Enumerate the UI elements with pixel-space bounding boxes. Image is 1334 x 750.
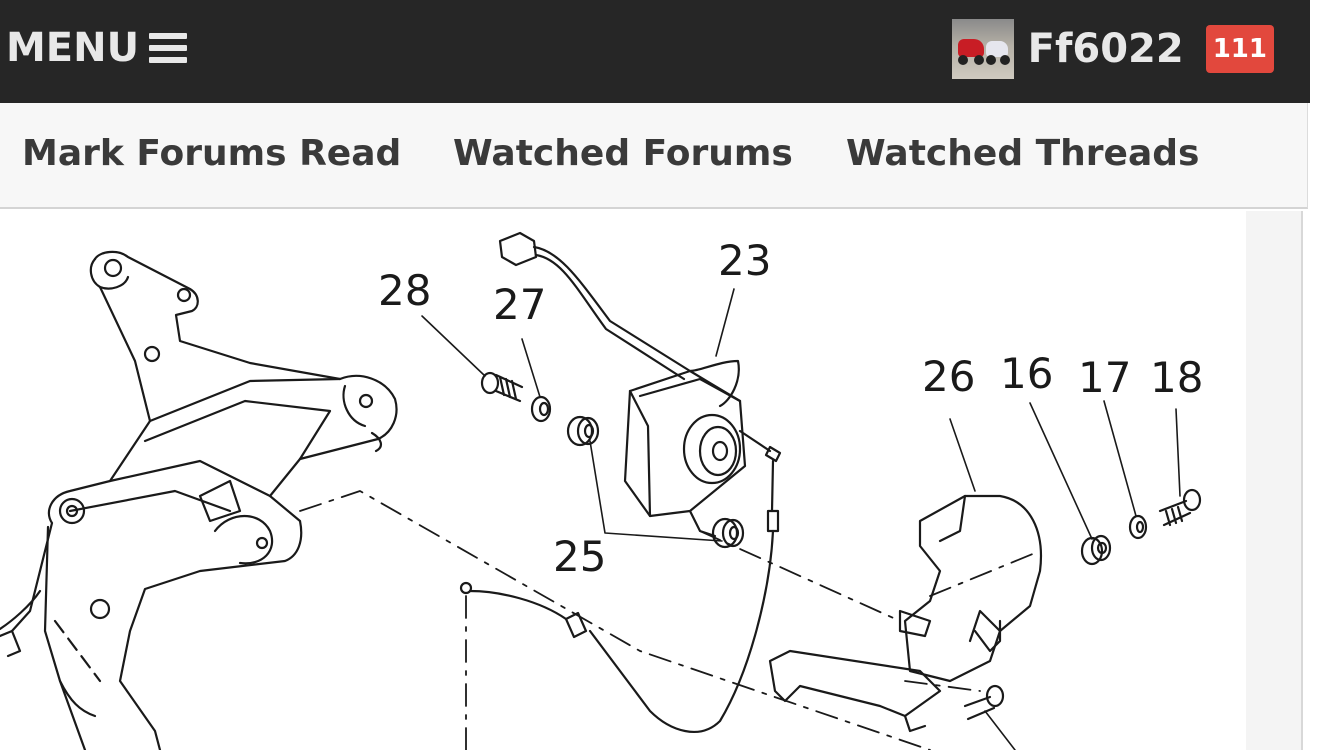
menu-button[interactable]: MENU — [6, 20, 188, 76]
part-28-bolt — [480, 371, 524, 403]
watched-threads-link[interactable]: Watched Threads — [846, 133, 1200, 174]
throttle-cable — [459, 459, 780, 733]
callout-18: 18 — [1150, 353, 1203, 402]
frame-drawing — [0, 250, 398, 750]
part-25-grommets — [566, 415, 745, 549]
hamburger-icon — [149, 33, 188, 63]
part-number-callouts: 28 27 23 26 16 17 18 25 — [378, 236, 1203, 581]
callout-26: 26 — [922, 352, 975, 401]
callout-16: 16 — [1000, 349, 1053, 398]
forum-links-bar: Mark Forums Read Watched Forums Watched … — [0, 103, 1308, 209]
notification-badge[interactable]: 111 — [1205, 25, 1274, 73]
callout-23: 23 — [718, 236, 771, 285]
exploded-parts-diagram: 28 27 23 26 16 17 18 25 — [0, 231, 1203, 750]
part-27-washer — [530, 395, 552, 423]
right-gutter — [1246, 211, 1301, 750]
mark-forums-read-link[interactable]: Mark Forums Read — [22, 133, 402, 174]
menu-label: MENU — [6, 25, 140, 71]
part-23-actuator — [498, 231, 782, 538]
username-label[interactable]: Ff6022 — [1027, 26, 1184, 72]
callout-28: 28 — [378, 266, 431, 315]
callout-27: 27 — [493, 280, 546, 329]
callout-leader-lines — [421, 288, 1181, 750]
user-menu[interactable]: Ff6022 111 — [951, 18, 1274, 80]
user-avatar[interactable] — [951, 19, 1014, 79]
part-26-cover — [768, 494, 1042, 733]
parts-16-17-18 — [963, 488, 1202, 721]
callout-25: 25 — [553, 532, 606, 581]
callout-17: 17 — [1078, 353, 1131, 402]
watched-forums-link[interactable]: Watched Forums — [453, 133, 793, 174]
scrollbar-track[interactable] — [1301, 211, 1303, 750]
post-image-area: 28 27 23 26 16 17 18 25 — [0, 211, 1334, 750]
top-header-bar: MENU Ff6022 111 — [0, 0, 1310, 103]
